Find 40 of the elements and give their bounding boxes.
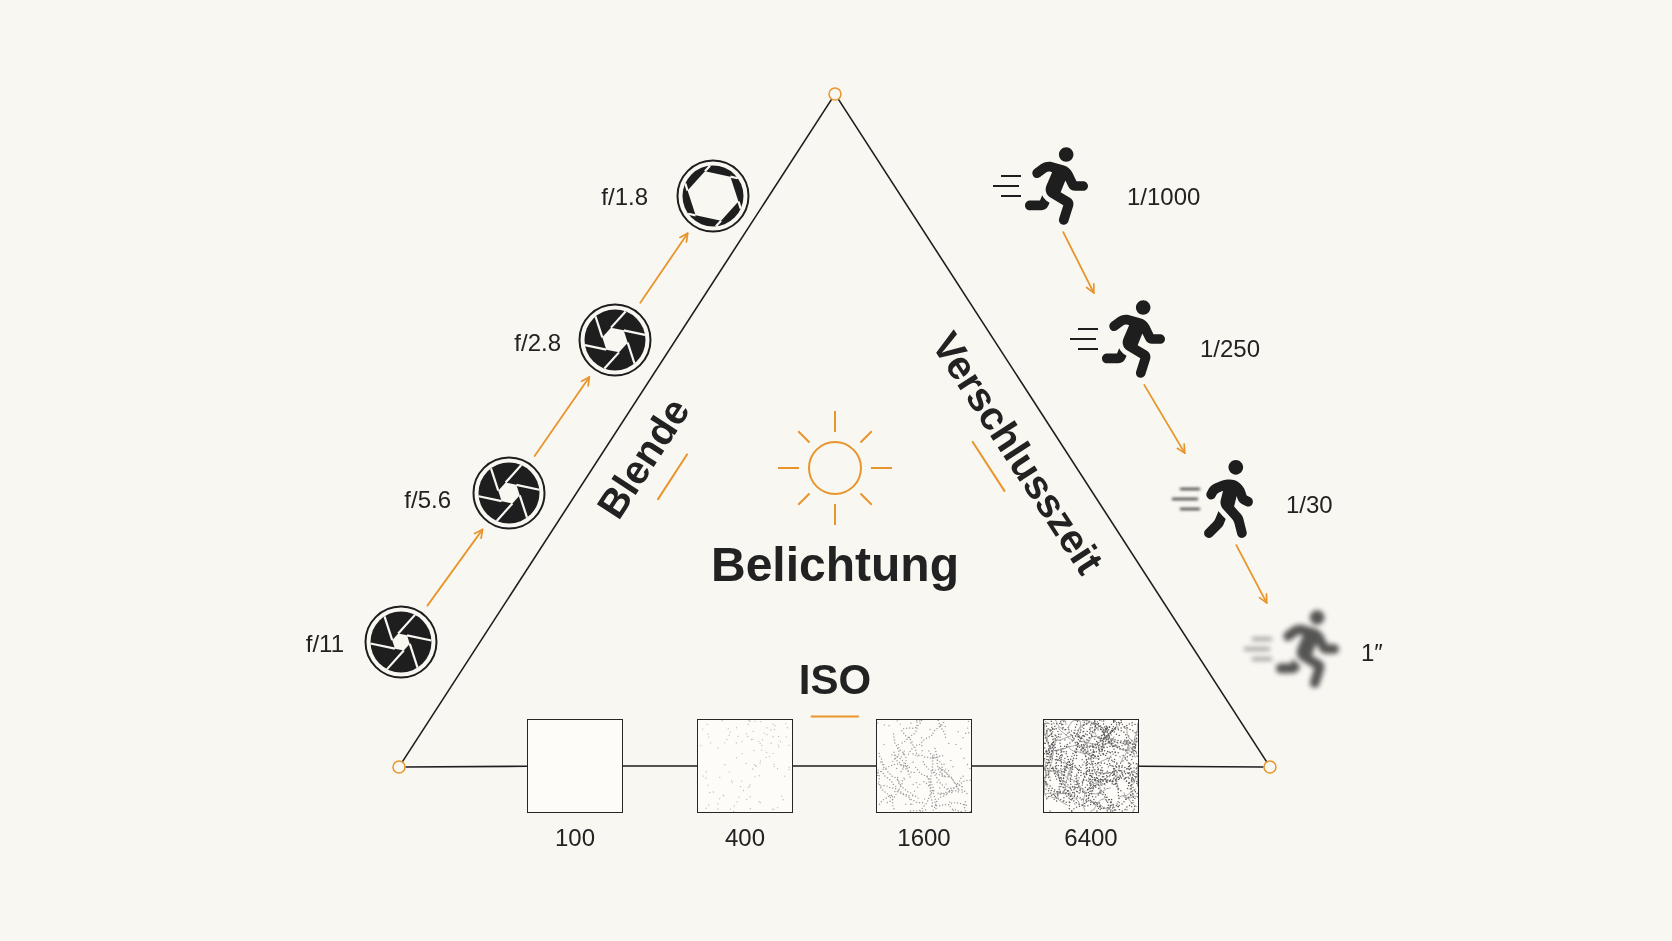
connector-line: [405, 765, 528, 768]
connector-line: [1138, 765, 1264, 768]
vertex-circle: [392, 760, 406, 774]
noise-sample-tile: [1043, 719, 1139, 813]
running-person-icon: [1243, 610, 1339, 688]
shutter-speed-label: 1/30: [1286, 493, 1333, 517]
shutter-speed-label: 1/1000: [1127, 185, 1201, 209]
vertex-circle: [828, 87, 842, 101]
f-number-label: f/2.8: [514, 331, 561, 355]
aperture-icon: [676, 159, 750, 233]
connector-line: [971, 765, 1044, 767]
connector-line: [838, 99, 1267, 762]
iso-value-label: 6400: [1064, 826, 1118, 850]
arrow: [426, 528, 484, 607]
iso-value-label: 400: [725, 826, 765, 850]
iso-value-label: 100: [555, 826, 595, 850]
aperture-icon: [578, 303, 652, 377]
arrow: [639, 232, 689, 304]
iso-value-label: 1600: [897, 826, 951, 850]
arrow: [1062, 231, 1095, 294]
shutter-speed-label: 1/250: [1200, 337, 1261, 361]
arrow: [1235, 544, 1268, 604]
aperture-icon: [364, 605, 438, 679]
noise-sample-tile: [876, 719, 972, 813]
connector-line: [792, 765, 877, 767]
running-person-icon: [992, 147, 1088, 225]
side-title: ISO: [798, 658, 872, 718]
f-number-label: f/11: [305, 632, 344, 656]
noise-sample-tile: [527, 719, 623, 813]
connector-line: [402, 99, 832, 762]
arrow: [1143, 384, 1186, 454]
vertex-circle: [1263, 760, 1277, 774]
f-number-label: f/5.6: [404, 488, 451, 512]
f-number-label: f/1.8: [601, 185, 648, 209]
walking-person-icon: [1171, 460, 1253, 538]
connector-line: [622, 765, 698, 767]
shutter-speed-label: 1″: [1361, 641, 1383, 665]
aperture-icon: [472, 456, 546, 530]
arrow: [533, 376, 591, 457]
noise-sample-tile: [697, 719, 793, 813]
